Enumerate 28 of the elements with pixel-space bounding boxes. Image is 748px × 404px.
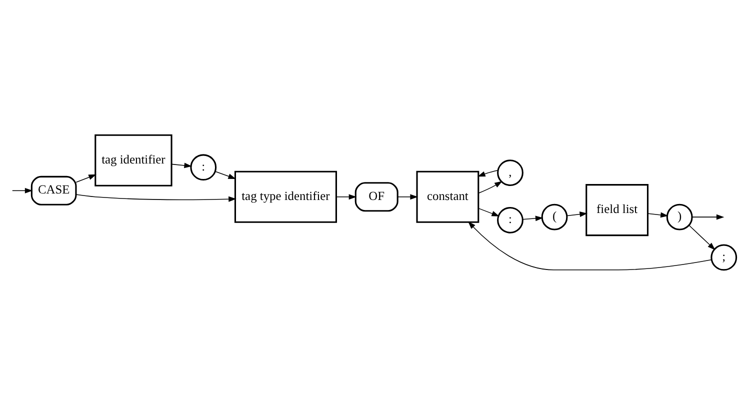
arrow (76, 194, 236, 202)
node-circle: ( (541, 203, 568, 230)
node-box: tag type identifier (234, 170, 337, 222)
arrow (688, 224, 716, 250)
node-circle: ; (710, 244, 738, 270)
arrow (76, 174, 96, 182)
arrow (522, 215, 544, 221)
node-circle: ) (666, 203, 693, 230)
arrow (171, 162, 192, 168)
arrow (692, 214, 724, 220)
arrow (215, 170, 236, 178)
arrow (336, 194, 357, 200)
node-box: CASE (30, 175, 77, 205)
arrow (478, 169, 498, 176)
arrow (468, 220, 712, 270)
arrow (478, 208, 500, 216)
node-box: tag identifier (94, 134, 172, 186)
arrow (566, 211, 588, 216)
arrow (648, 212, 668, 218)
node-box: OF (354, 182, 398, 212)
arrow (397, 194, 418, 200)
node-box: field list (586, 184, 649, 236)
node-box: constant (416, 170, 480, 222)
arrow (12, 187, 33, 193)
node-circle: : (190, 154, 217, 180)
arrow (478, 180, 502, 194)
node-circle: : (497, 206, 524, 233)
node-circle: , (497, 159, 524, 186)
